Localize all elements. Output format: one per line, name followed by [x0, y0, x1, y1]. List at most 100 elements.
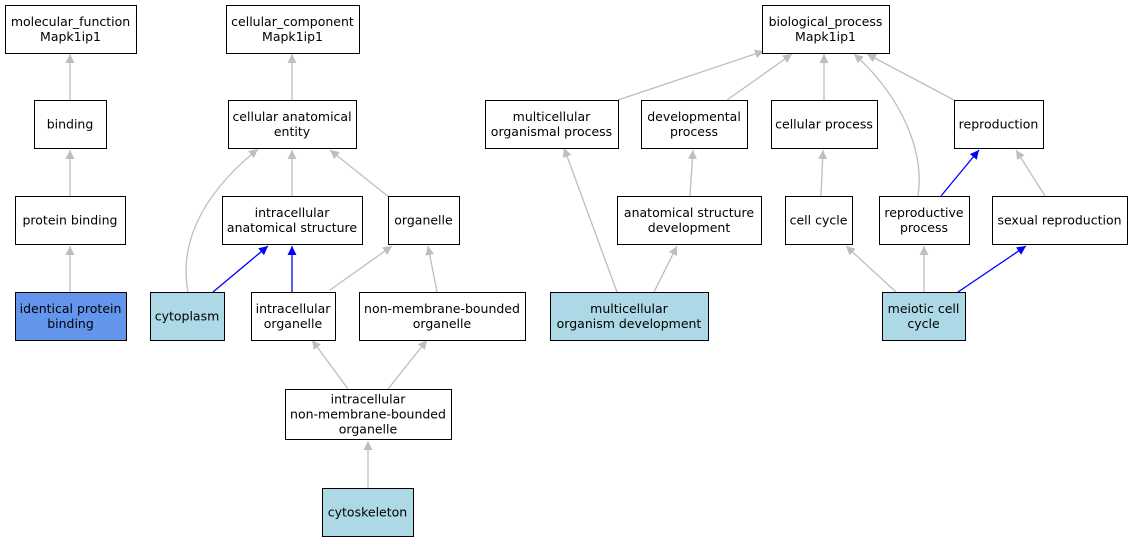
- node-label-line: anatomical structure: [624, 205, 754, 220]
- node-cellular-process[interactable]: cellular process: [771, 100, 878, 149]
- edge-reproductive-process-to-reproduction: [940, 149, 980, 197]
- node-label-line: cycle: [907, 316, 940, 331]
- node-box: [359, 292, 526, 341]
- edge-organelle-to-cellular-anatomical-entity: [329, 149, 391, 199]
- node-label-line: cellular process: [775, 117, 873, 132]
- node-label-line: binding: [47, 316, 94, 331]
- node-box: [34, 100, 107, 149]
- node-label-line: binding: [47, 117, 94, 132]
- node-cytoskeleton[interactable]: cytoskeleton: [322, 488, 414, 537]
- node-box: [285, 389, 452, 440]
- node-label-line: cellular_component: [231, 14, 354, 29]
- node-label-line: reproductive: [884, 205, 964, 220]
- node-box: [222, 196, 363, 245]
- node-label-line: organelle: [339, 422, 398, 437]
- node-box: [617, 196, 762, 245]
- node-label-line: non-membrane-bounded: [290, 407, 446, 422]
- edge-layer: [65, 49, 1046, 488]
- node-label-line: cell cycle: [790, 213, 848, 228]
- edge-multicellular-organismal-process-to-biological-process: [617, 49, 765, 101]
- edge-cytoplasm-to-intracellular-anatomical-structure: [212, 245, 269, 293]
- node-label-line: Mapk1ip1: [262, 29, 323, 44]
- edge-developmental-process-to-biological-process: [726, 53, 793, 101]
- edge-meiotic-cell-cycle-to-cell-cycle: [845, 245, 897, 293]
- node-label-line: Mapk1ip1: [795, 29, 856, 44]
- node-box: [15, 196, 126, 245]
- node-label-line: entity: [274, 124, 311, 139]
- node-label-line: development: [648, 220, 731, 235]
- edge-reproduction-to-biological-process: [866, 53, 955, 101]
- node-label-line: cytoplasm: [155, 309, 220, 324]
- node-label-line: reproduction: [959, 117, 1039, 132]
- node-label-line: intracellular: [255, 205, 331, 220]
- node-box: [485, 100, 619, 149]
- node-label-line: organelle: [394, 213, 453, 228]
- node-label-line: non-membrane-bounded: [364, 301, 520, 316]
- node-box: [251, 292, 336, 341]
- node-box: [388, 196, 460, 245]
- node-label-line: meiotic cell: [888, 301, 960, 316]
- node-label-line: molecular_function: [11, 14, 130, 29]
- node-label-line: multicellular: [590, 301, 669, 316]
- node-label-line: developmental: [647, 109, 741, 124]
- edge-intracellular-nmb-organelle-to-non-membrane-bounded-organelle: [387, 339, 428, 390]
- node-box: [5, 5, 137, 54]
- node-box: [550, 292, 709, 341]
- node-label-line: cellular anatomical: [232, 109, 351, 124]
- node-label-line: organismal process: [491, 124, 612, 139]
- node-box: [954, 100, 1044, 149]
- node-label-line: intracellular: [331, 392, 407, 407]
- node-label-line: cytoskeleton: [328, 505, 407, 520]
- node-label-line: intracellular: [256, 301, 332, 316]
- node-label-line: protein binding: [22, 213, 117, 228]
- node-organelle[interactable]: organelle: [388, 196, 460, 245]
- node-box: [762, 5, 890, 54]
- node-box: [785, 196, 853, 245]
- node-box: [992, 196, 1128, 245]
- node-box: [879, 196, 970, 245]
- node-intracellular-nmb-organelle[interactable]: intracellularnon-membrane-boundedorganel…: [285, 389, 452, 440]
- node-label-line: process: [670, 124, 718, 139]
- node-box: [228, 100, 357, 149]
- node-label-line: organism development: [557, 316, 702, 331]
- node-label-line: biological_process: [769, 14, 883, 29]
- edge-cell-cycle-to-cellular-process: [818, 149, 828, 197]
- edge-cytoplasm-to-cellular-anatomical-entity: [185, 148, 259, 293]
- node-box: [226, 5, 360, 54]
- edge-meiotic-cell-cycle-to-sexual-reproduction: [957, 245, 1027, 293]
- node-binding[interactable]: binding: [34, 100, 107, 149]
- node-label-line: identical protein: [20, 301, 122, 316]
- node-box: [150, 292, 225, 341]
- node-label-line: organelle: [264, 316, 323, 331]
- node-box: [15, 292, 127, 341]
- edge-sexual-reproduction-to-reproduction: [1015, 149, 1046, 197]
- node-protein-binding[interactable]: protein binding: [15, 196, 126, 245]
- node-label-line: organelle: [413, 316, 472, 331]
- node-reproduction[interactable]: reproduction: [954, 100, 1044, 149]
- edge-multicellular-organism-development-to-anatomical-structure-development: [653, 245, 678, 293]
- edge-multicellular-organism-development-to-multicellular-organismal-process: [562, 147, 618, 293]
- node-box: [771, 100, 878, 149]
- node-label-line: multicellular: [513, 109, 592, 124]
- node-cytoplasm[interactable]: cytoplasm: [150, 292, 225, 341]
- node-box: [641, 100, 748, 149]
- edge-anatomical-structure-development-to-developmental-process: [687, 149, 697, 197]
- node-label-line: process: [900, 220, 948, 235]
- node-sexual-reproduction[interactable]: sexual reproduction: [992, 196, 1128, 245]
- node-cell-cycle[interactable]: cell cycle: [785, 196, 853, 245]
